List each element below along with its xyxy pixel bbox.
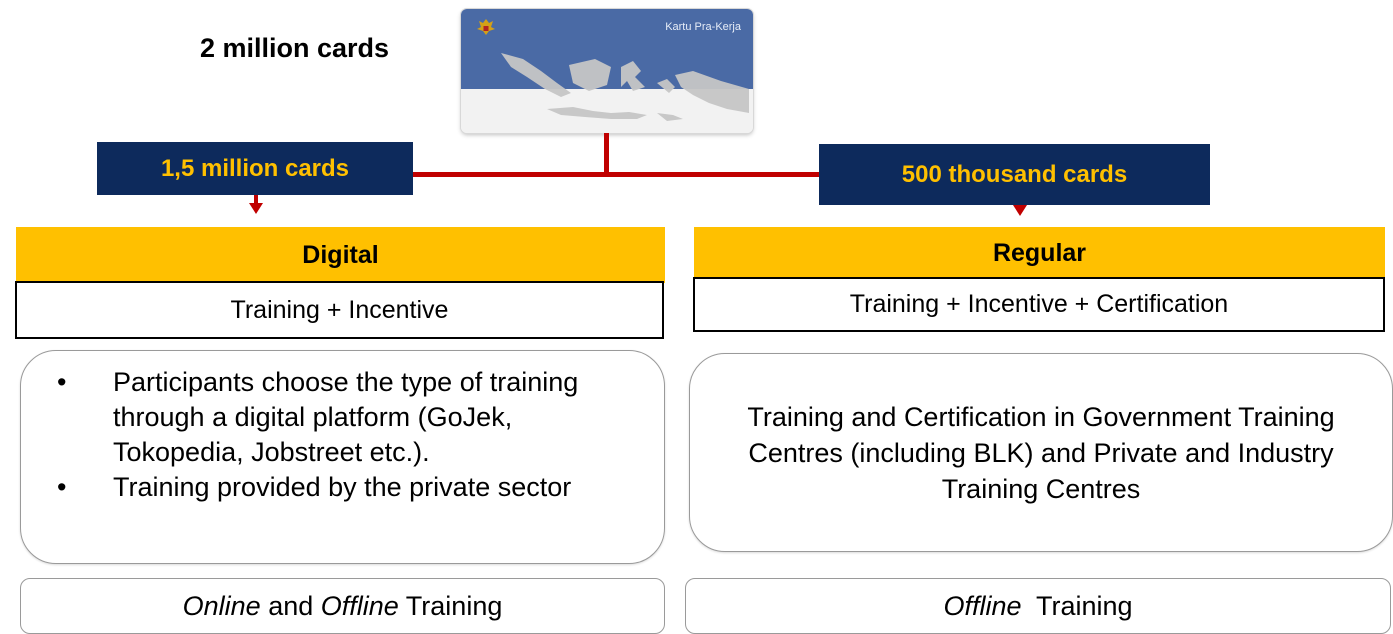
left-package-box: Training + Incentive bbox=[15, 281, 664, 339]
left-category-bar: Digital bbox=[16, 227, 665, 283]
garuda-emblem bbox=[477, 19, 495, 35]
arrow-down-icon-left bbox=[249, 203, 263, 214]
right-allocation-box: 500 thousand cards bbox=[819, 144, 1210, 205]
right-description-text: Training and Certification in Government… bbox=[747, 401, 1335, 504]
arrow-stem-left bbox=[254, 195, 258, 204]
left-allocation-box: 1,5 million cards bbox=[97, 142, 413, 195]
right-mode-text: Offline Training bbox=[943, 590, 1133, 621]
total-cards-label: 2 million cards bbox=[200, 33, 390, 63]
left-description-box: Participants choose the type of training… bbox=[20, 350, 665, 564]
right-category-bar: Regular bbox=[694, 227, 1385, 279]
arrow-down-icon-right bbox=[1013, 205, 1027, 216]
right-package-box: Training + Incentive + Certification bbox=[693, 277, 1385, 332]
left-mode-box: Online and Offline Training bbox=[20, 578, 665, 634]
right-mode-box: Offline Training bbox=[685, 578, 1391, 634]
right-description-box: Training and Certification in Government… bbox=[689, 353, 1393, 552]
bullet-item: Training provided by the private sector bbox=[21, 470, 664, 505]
prakerja-card-image: Kartu Pra-Kerja bbox=[461, 9, 753, 133]
connector-horizontal bbox=[413, 172, 819, 177]
bullet-item: Participants choose the type of training… bbox=[21, 365, 664, 470]
card-title: Kartu Pra-Kerja bbox=[665, 21, 741, 33]
connector-vertical bbox=[604, 133, 609, 175]
left-bullet-list: Participants choose the type of training… bbox=[21, 365, 664, 505]
left-mode-text: Online and Offline Training bbox=[182, 590, 503, 621]
